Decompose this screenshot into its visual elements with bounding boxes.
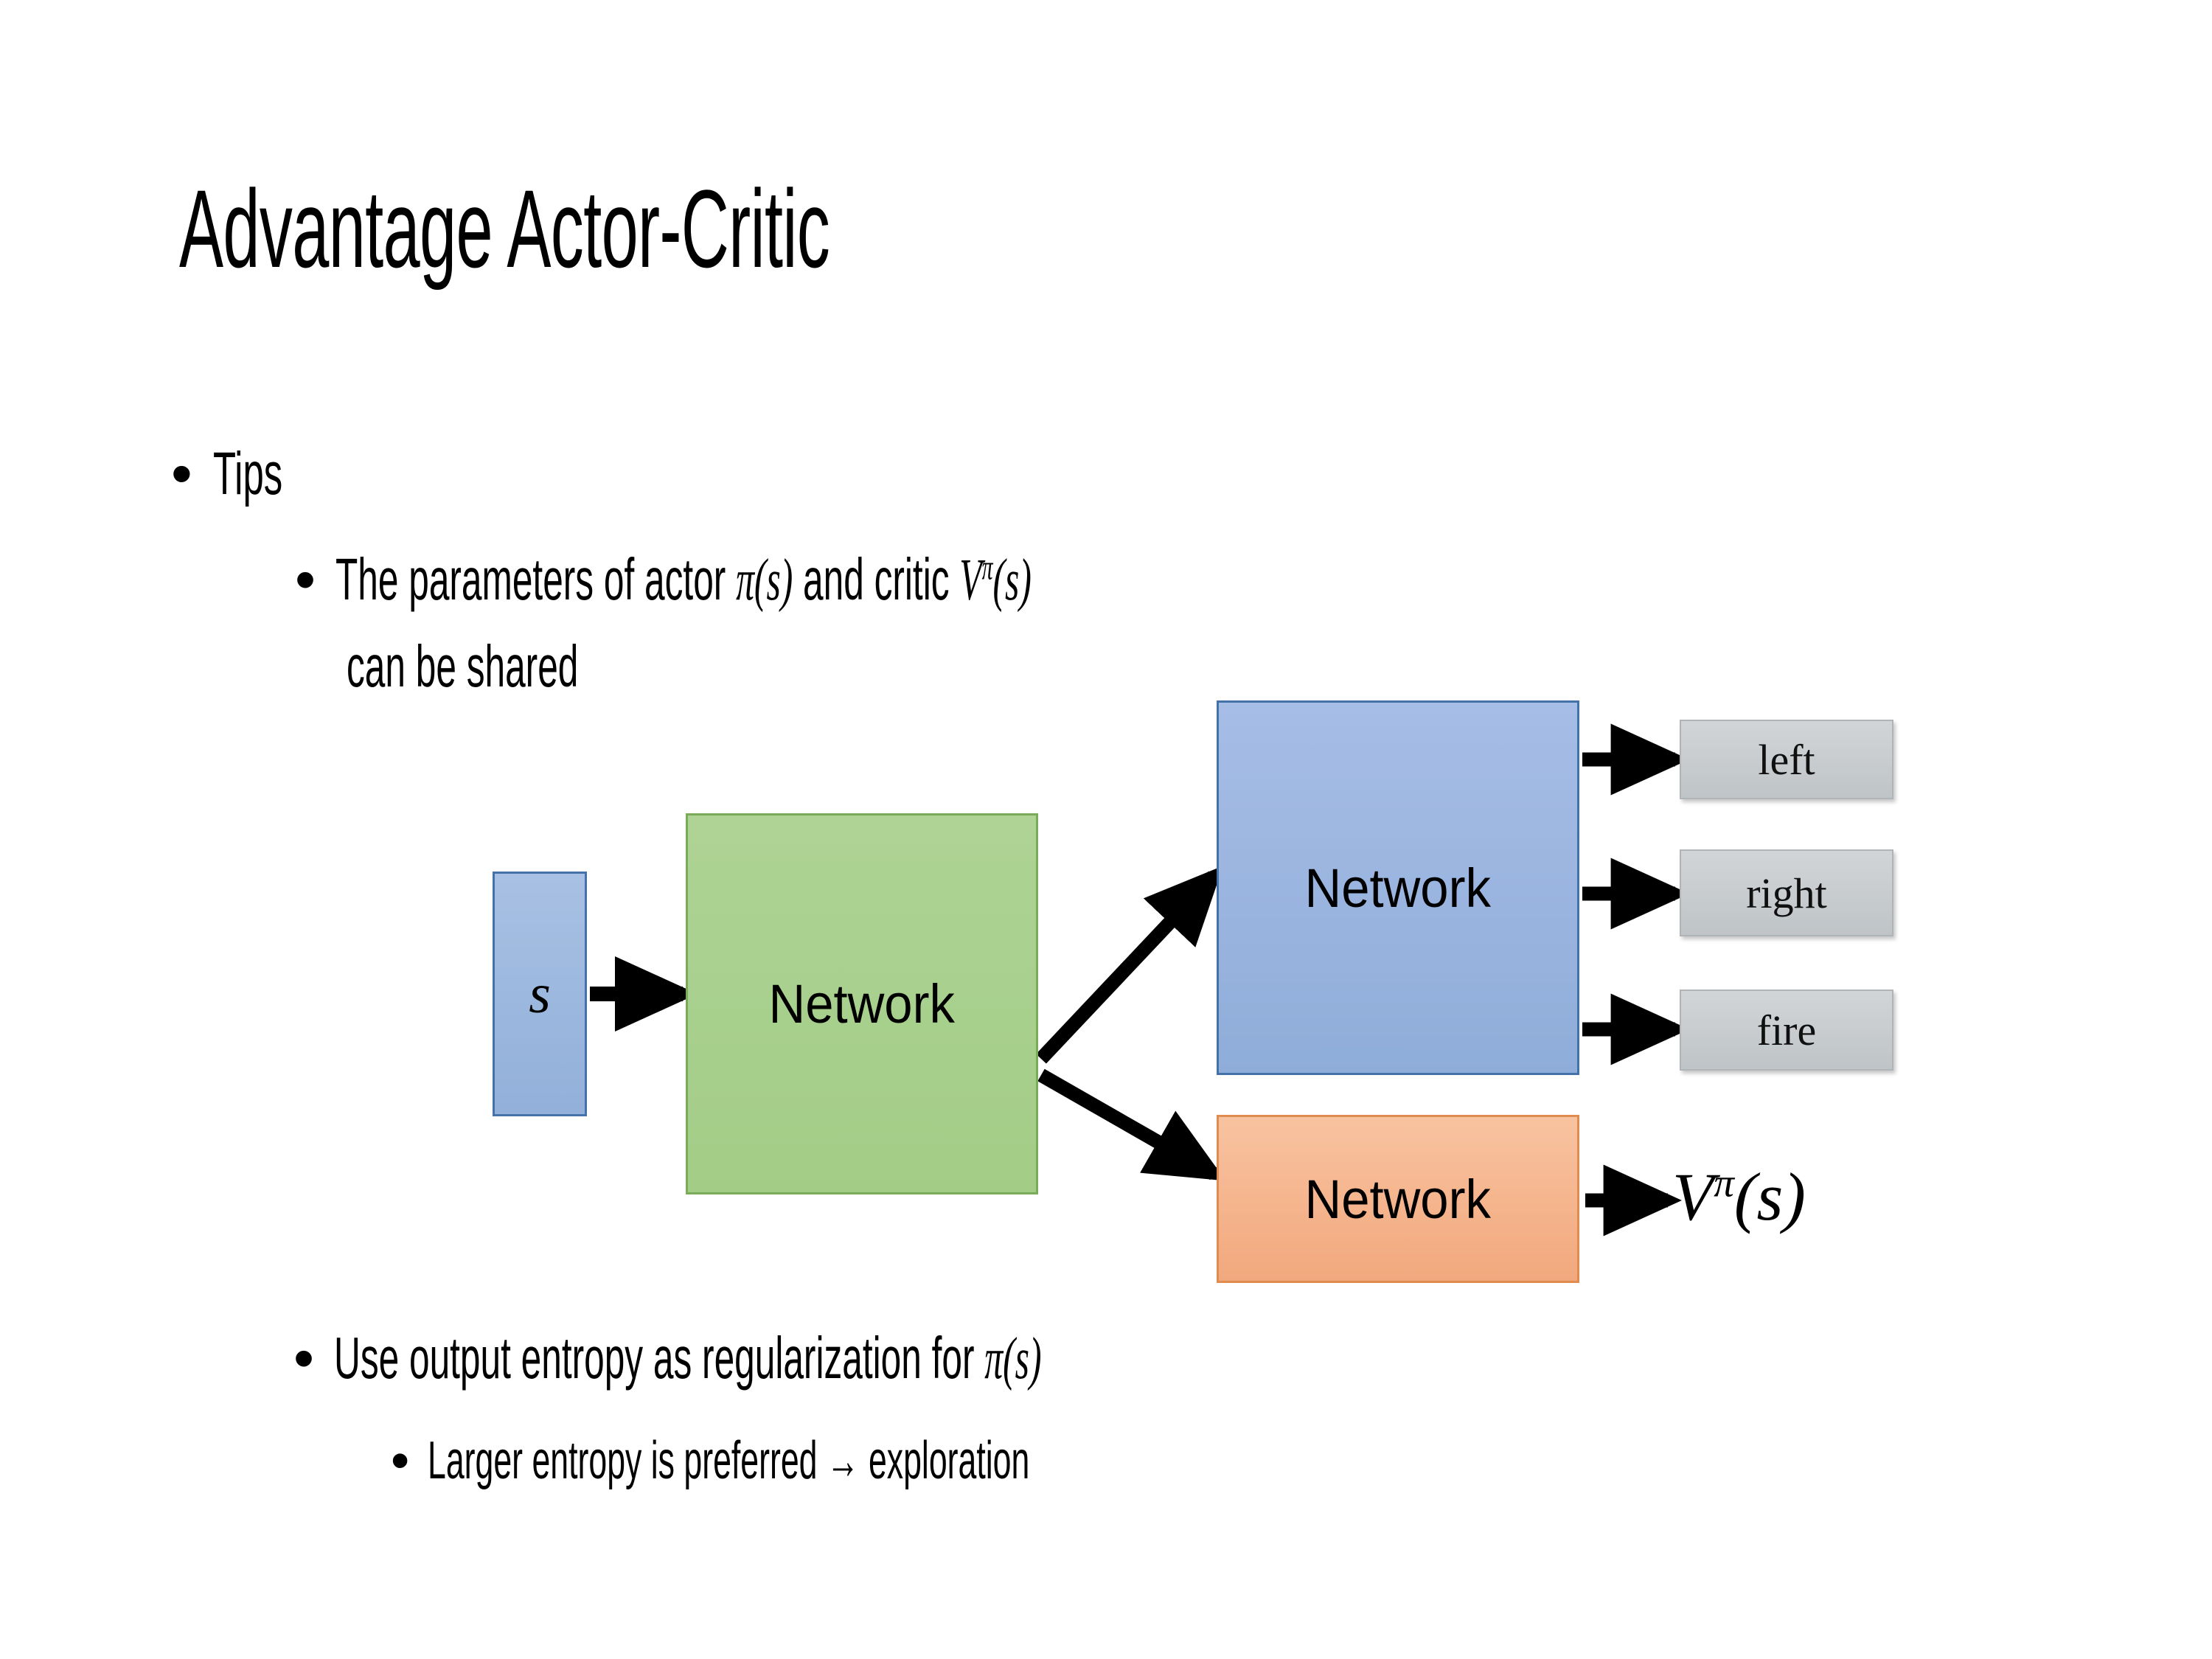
actor-pi-argument: (s)	[754, 548, 793, 613]
state-input-label: s	[529, 962, 551, 1025]
arrow-shared-to-actor	[1036, 866, 1224, 1064]
critic-pi-superscript: π	[981, 548, 993, 588]
entropy-prefix-text: Use output entropy as regularization for	[334, 1325, 985, 1391]
state-input-box: s	[493, 872, 587, 1116]
critic-v-argument: (s)	[992, 548, 1032, 613]
bullet-entropy-regularization: • Use output entropy as regularization f…	[293, 1324, 1475, 1393]
action-label-fire: fire	[1756, 1006, 1817, 1054]
arrow-shared-to-critic	[1037, 1068, 1226, 1181]
critic-output-value-label: Vπ(s)	[1672, 1158, 1806, 1236]
bullet-exploration-label: Larger entropy is preferred → exploratio…	[427, 1431, 1030, 1490]
entropy-pi-symbol: π	[984, 1326, 1004, 1391]
action-label-right: right	[1746, 869, 1827, 917]
bullet-shared-parameters-wrap: can be shared	[347, 633, 720, 700]
action-box-left: left	[1680, 720, 1893, 799]
bullet-shared-parameters: • The parameters of actor π(s) and criti…	[295, 546, 1458, 614]
bullet-shared-parameters-wrap-label: can be shared	[347, 633, 579, 699]
critic-network-box: Network	[1217, 1115, 1579, 1283]
critic-network-label: Network	[1304, 1168, 1492, 1230]
action-label-left: left	[1758, 735, 1815, 784]
action-box-fire: fire	[1680, 990, 1893, 1071]
bullet-shared-parameters-text: The parameters of actor π(s) and critic …	[335, 546, 1032, 614]
critic-output-argument: (s)	[1733, 1159, 1806, 1234]
critic-output-superscript: π	[1714, 1160, 1734, 1206]
critic-output-symbol: V	[1672, 1159, 1714, 1234]
actor-pi-symbol: π	[736, 548, 755, 613]
bullet-tips-label: Tips	[212, 440, 282, 507]
bullet-exploration: • Larger entropy is preferred → explorat…	[391, 1430, 1398, 1491]
bullet-dot-icon: •	[295, 546, 316, 612]
shared-middle-text: and critic	[793, 546, 960, 612]
bullet-dot-icon: •	[293, 1325, 315, 1391]
entropy-pi-argument: (s)	[1003, 1326, 1042, 1391]
shared-prefix-text: The parameters of actor	[335, 546, 737, 612]
actor-network-label: Network	[1304, 857, 1492, 919]
bullet-entropy-regularization-text: Use output entropy as regularization for…	[334, 1324, 1041, 1393]
critic-v-symbol: V	[959, 548, 982, 613]
bullet-tips: • Tips	[171, 439, 324, 509]
actor-network-box: Network	[1217, 700, 1579, 1075]
shared-network-box: Network	[686, 813, 1038, 1194]
page-title: Advantage Actor-Critic	[179, 167, 830, 291]
bullet-dot-icon: •	[391, 1431, 410, 1490]
shared-network-label: Network	[768, 973, 956, 1034]
bullet-dot-icon: •	[171, 440, 192, 507]
action-box-right: right	[1680, 849, 1893, 936]
